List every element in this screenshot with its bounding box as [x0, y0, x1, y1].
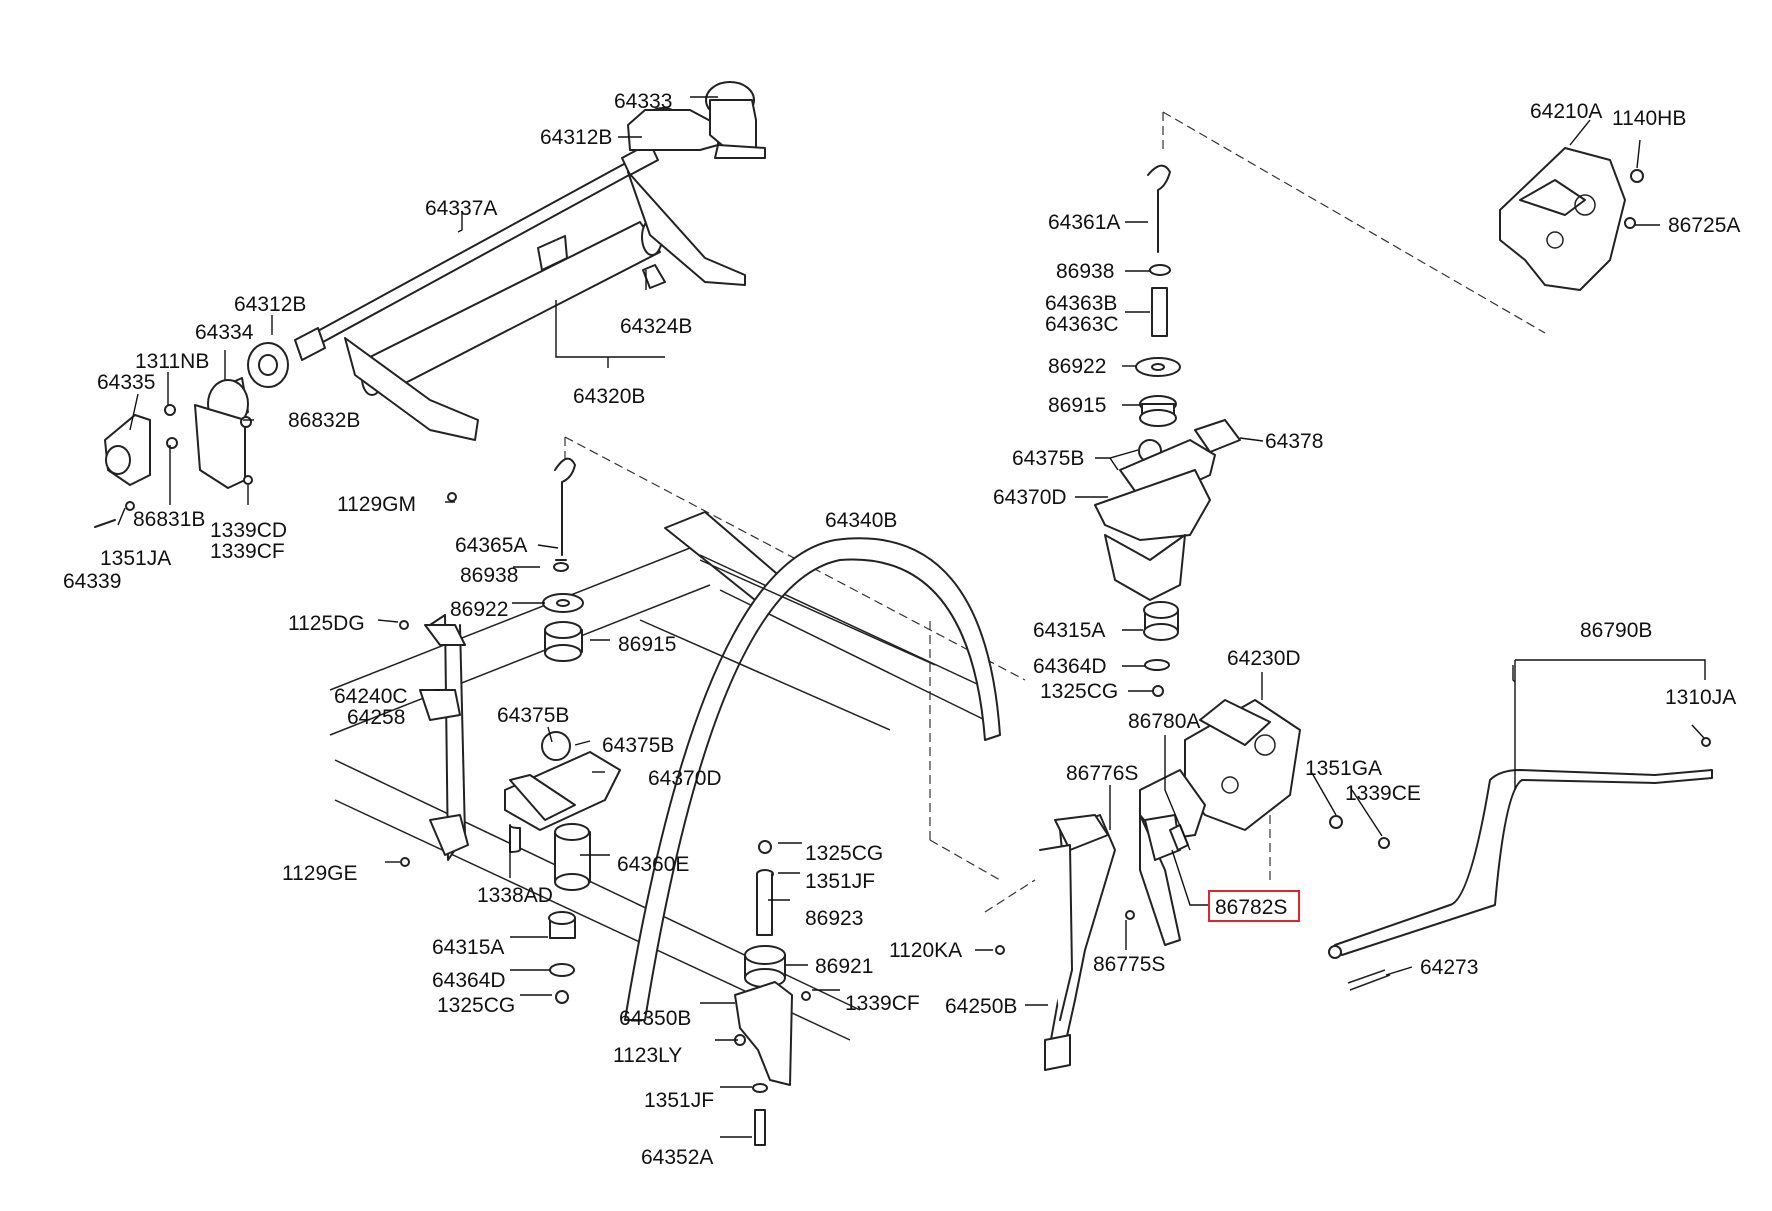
label-1339CF: 1339CF [210, 540, 285, 563]
label-64337A: 64337A [425, 197, 497, 220]
label-86938: 86938 [460, 564, 518, 587]
center-lower-bracket [734, 840, 811, 1146]
label-1339CD: 1339CD [210, 519, 287, 542]
frame-crossmember [329, 511, 1001, 1041]
part-labels: 64333 64312B 64337A 64312B 64334 1311NB … [63, 90, 1740, 1169]
label-1129GM: 1129GM [337, 493, 416, 516]
label-64360E: 64360E [617, 853, 689, 876]
label-1339CF: 1339CF [845, 992, 920, 1015]
label-64370D: 64370D [648, 767, 722, 790]
label-1351JF: 1351JF [805, 870, 875, 893]
label-86915: 86915 [1048, 394, 1106, 417]
label-86831B: 86831B [133, 508, 205, 531]
label-1325CG: 1325CG [437, 994, 515, 1017]
label-1339CE: 1339CE [1345, 782, 1421, 805]
label-86780A: 86780A [1128, 710, 1200, 733]
label-1351GA: 1351GA [1305, 757, 1382, 780]
leader-lines [117, 96, 1706, 1138]
label-64340B: 64340B [825, 509, 897, 532]
label-86922: 86922 [450, 598, 508, 621]
label-64312B: 64312B [540, 126, 612, 149]
label-64240C: 64240C [334, 685, 408, 708]
label-86921: 86921 [815, 955, 873, 978]
label-64375B: 64375B [497, 704, 569, 727]
label-64334: 64334 [195, 321, 254, 344]
label-64335: 64335 [97, 371, 155, 394]
label-1325CG: 1325CG [805, 842, 883, 865]
label-1120KA: 1120KA [889, 939, 962, 962]
label-64375B: 64375B [1012, 447, 1084, 470]
label-1325CG: 1325CG [1040, 680, 1118, 703]
label-64350B: 64350B [619, 1007, 691, 1030]
label-64364D: 64364D [1033, 655, 1107, 678]
label-64363C: 64363C [1045, 313, 1119, 336]
label-64315A: 64315A [432, 936, 504, 959]
left-mount-stack [399, 457, 621, 1004]
label-64363B: 64363B [1045, 292, 1117, 315]
label-1129GE: 1129GE [282, 862, 358, 885]
label-64339: 64339 [63, 570, 121, 593]
label-86790B: 86790B [1580, 619, 1652, 642]
label-1140HB: 1140HB [1612, 107, 1686, 130]
label-1338AD: 1338AD [477, 884, 553, 907]
label-1351JA: 1351JA [100, 547, 171, 570]
label-1311NB: 1311NB [135, 350, 209, 373]
label-86725A: 86725A [1668, 214, 1740, 237]
label-64258: 64258 [347, 706, 405, 729]
label-86832B: 86832B [288, 409, 360, 432]
rear-axle-assembly [94, 81, 766, 528]
label-64370D: 64370D [993, 486, 1067, 509]
label-86923: 86923 [805, 907, 863, 930]
highlight-box [1208, 890, 1300, 922]
label-86775S: 86775S [1093, 953, 1165, 976]
label-1351JF: 1351JF [644, 1089, 714, 1112]
label-64324B: 64324B [620, 315, 692, 338]
right-mount-stack [1094, 164, 1241, 697]
label-64230D: 64230D [1227, 647, 1301, 670]
label-64361A: 64361A [1048, 211, 1120, 234]
label-64333: 64333 [614, 90, 672, 113]
parking-brake-lever [995, 699, 1390, 1071]
label-1125DG: 1125DG [288, 612, 365, 635]
label-1310JA: 1310JA [1665, 686, 1736, 709]
label-64320B: 64320B [573, 385, 645, 408]
label-1123LY: 1123LY [613, 1044, 682, 1067]
label-64273: 64273 [1420, 956, 1478, 979]
label-64378: 64378 [1265, 430, 1323, 453]
label-86922: 86922 [1048, 355, 1106, 378]
label-64375B: 64375B [602, 734, 674, 757]
brake-cable-rod [1328, 737, 1713, 991]
label-86776S: 86776S [1066, 762, 1138, 785]
label-64364D: 64364D [432, 969, 506, 992]
label-64315A: 64315A [1033, 619, 1105, 642]
label-64312B: 64312B [234, 293, 306, 316]
label-64250B: 64250B [945, 995, 1017, 1018]
label-86915: 86915 [618, 633, 676, 656]
upper-right-bracket [1499, 147, 1644, 291]
label-64210A: 64210A [1530, 100, 1602, 123]
label-86938: 86938 [1056, 260, 1114, 283]
label-64352A: 64352A [641, 1146, 713, 1169]
label-86782S: 86782S [1215, 896, 1287, 919]
label-64365A: 64365A [455, 534, 527, 557]
